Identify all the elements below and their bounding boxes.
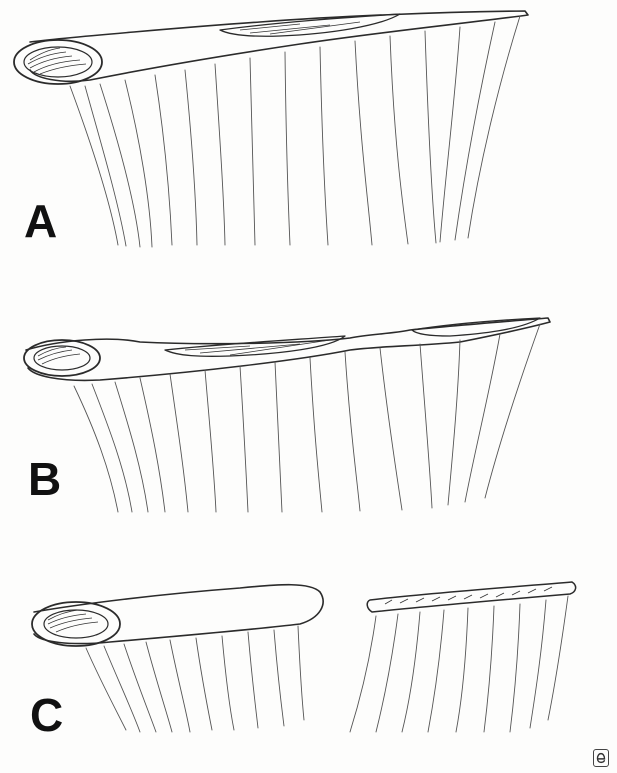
panel-a-tube-lumen <box>24 47 92 77</box>
panel-c-illustration <box>0 560 617 770</box>
panel-c-tube-lumen <box>44 610 108 638</box>
panel-b-label: B <box>28 456 61 502</box>
panel-b-lumen-shading <box>38 347 80 364</box>
panel-c-distal-fibers <box>350 596 568 732</box>
panel-b-fibers <box>74 324 540 512</box>
publisher-e-logo-mark <box>594 750 608 766</box>
panel-b: B <box>0 290 617 520</box>
panel-a-fibers <box>70 16 520 247</box>
panel-a-illustration <box>0 0 617 255</box>
panel-a-slit-shading <box>240 22 360 34</box>
panel-a-tube-outline <box>30 11 528 81</box>
publisher-e-logo <box>593 749 609 767</box>
panel-a-sheath-slit <box>220 14 400 36</box>
panel-b-sheath-slit <box>165 336 345 356</box>
panel-a-lumen-shading <box>28 48 86 74</box>
panel-a: A <box>0 0 617 255</box>
panel-c: C <box>0 560 617 770</box>
panel-b-tube-outline <box>26 318 550 380</box>
panel-c-label: C <box>30 692 63 738</box>
panel-c-distal-stump <box>367 582 575 612</box>
panel-c-proximal-stump <box>34 585 323 644</box>
panel-a-label: A <box>24 198 57 244</box>
panel-b-tube-opening <box>24 340 100 376</box>
panel-b-illustration <box>0 290 617 520</box>
panel-c-tube-opening <box>32 602 120 646</box>
